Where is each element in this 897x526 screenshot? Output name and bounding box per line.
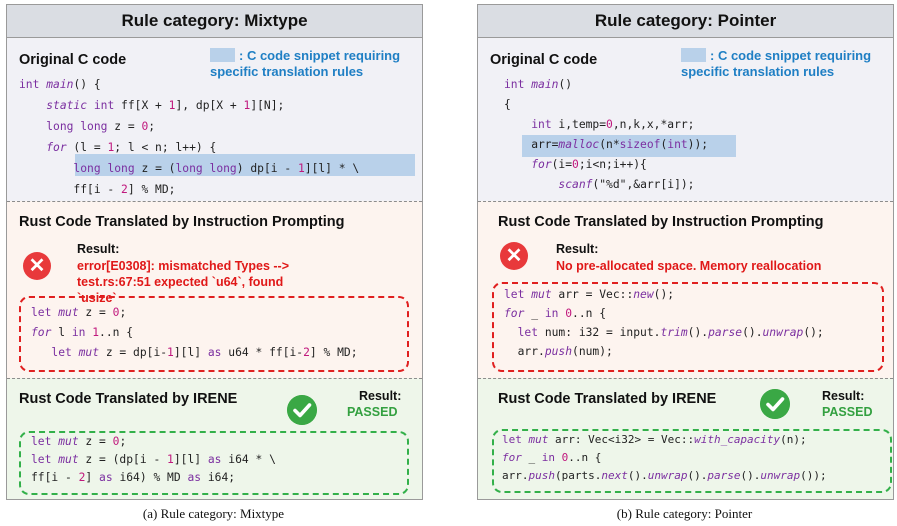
c-code-line: ff[i - 2] % MD; (19, 183, 176, 196)
x-circle-icon: ✕ (500, 242, 528, 270)
c-code-line: int main() { (19, 78, 101, 91)
result-label: Result: (359, 389, 402, 403)
c-code-line: for(i=0;i<n;i++){ (531, 158, 647, 171)
highlight-region (522, 135, 736, 157)
result-passed: PASSED (347, 405, 398, 419)
c-code-line: int main() (504, 78, 573, 91)
caption-left: (a) Rule category: Mixtype (142, 506, 285, 521)
original-c-section: Original C code : C code snippet requiri… (478, 38, 893, 201)
c-code-line: arr=malloc(n*sizeof(int)); (504, 138, 709, 151)
irene-section: Rust Code Translated by IRENE Result: PA… (478, 378, 893, 499)
panel-pointer: Rule category: Pointer Original C code :… (477, 4, 894, 500)
caption-right: (b) Rule category: Pointer (616, 506, 753, 521)
rust-code-line: let mut z = 0; (31, 306, 127, 319)
ip-title: Rust Code Translated by Instruction Prom… (498, 214, 824, 230)
c-code-line: static int ff[X + 1], dp[X + 1][N]; (46, 99, 285, 112)
check-circle-icon (760, 389, 790, 419)
rust-code-line: for l in 1..n { (31, 326, 134, 339)
c-code-line: scanf("%d",&arr[i]); (558, 178, 695, 191)
rust-code-line: let mut arr = Vec::new(); (504, 288, 675, 301)
rust-code-line: let num: i32 = input.trim().parse().unwr… (517, 326, 824, 339)
panel-title: Rule category: Mixtype (7, 5, 422, 38)
pass-code-box (19, 431, 409, 495)
original-c-section: Original C code : C code snippet requiri… (7, 38, 422, 201)
result-passed: PASSED (822, 405, 873, 419)
rust-code-line: let mut z = (dp[i - 1][l] as i64 * \ (31, 453, 276, 466)
result-error: error[E0308]: mismatched Types --> test.… (77, 259, 289, 305)
legend: : C code snippet requiring specific tran… (210, 48, 420, 80)
panel-mixtype: Rule category: Mixtype Original C code :… (6, 4, 423, 500)
rust-code-line: let mut z = dp[i-1][l] as u64 * ff[i-2] … (51, 346, 358, 359)
legend-text: : C code snippet requiring specific tran… (210, 48, 401, 79)
c-code-line: for (l = 1; l < n; l++) { (46, 141, 217, 154)
error-code-box (492, 282, 884, 372)
highlight-swatch (210, 48, 235, 62)
c-code-block: int main() { static int ff[X + 1], dp[X … (19, 78, 359, 196)
rust-code-line: arr.push(parts.next().unwrap().parse().u… (502, 469, 827, 482)
legend: : C code snippet requiring specific tran… (681, 48, 891, 80)
rust-code-line: let mut z = 0; (31, 435, 127, 448)
panel-title: Rule category: Pointer (478, 5, 893, 38)
pass-code-box (492, 429, 892, 493)
rust-code-line: let mut arr: Vec<i32> = Vec::with_capaci… (502, 433, 807, 446)
result-label: Result: (77, 242, 120, 256)
irene-title: Rust Code Translated by IRENE (498, 391, 717, 407)
c-code-line: int i,temp=0,n,k,x,*arr; (531, 118, 695, 131)
c-code-line: { (504, 98, 511, 111)
error-code-box (19, 296, 409, 372)
ir-code-block: let mut z = 0; let mut z = (dp[i - 1][l]… (31, 435, 276, 499)
result-error: No pre-allocated space. Memory reallocat… (556, 259, 822, 273)
ip-code-block: let mut arr = Vec::new(); for _ in 0..n … (504, 288, 824, 366)
rust-code-line: for _ in 0..n { (502, 451, 602, 464)
result-label: Result: (556, 242, 599, 256)
instruction-prompting-section: Rust Code Translated by Instruction Prom… (7, 201, 422, 379)
c-code-line: long long z = 0; (46, 120, 156, 133)
original-c-title: Original C code (19, 52, 127, 68)
instruction-prompting-section: Rust Code Translated by Instruction Prom… (478, 201, 893, 379)
ir-code-block: let mut arr: Vec<i32> = Vec::with_capaci… (502, 433, 827, 498)
ip-code-block: let mut z = 0; for l in 1..n { let mut z… (31, 306, 358, 371)
check-circle-icon (287, 395, 317, 425)
legend-text: : C code snippet requiring specific tran… (681, 48, 872, 79)
highlight-region (75, 154, 415, 176)
ip-title: Rust Code Translated by Instruction Prom… (19, 214, 345, 230)
rust-code-line: for _ in 0..n { (504, 307, 607, 320)
c-code-block: int main() { int i,temp=0,n,k,x,*arr; ar… (504, 78, 708, 191)
rust-code-line: arr.push(num); (504, 345, 613, 358)
x-circle-icon: ✕ (23, 252, 51, 280)
highlight-swatch (681, 48, 706, 62)
irene-section: Rust Code Translated by IRENE Result: PA… (7, 378, 422, 499)
original-c-title: Original C code (490, 52, 598, 68)
rust-code-line: ff[i - 2] as i64) % MD as i64; (31, 471, 236, 484)
irene-title: Rust Code Translated by IRENE (19, 391, 238, 407)
c-code-line: long long z = (long long) dp[i - 1][l] *… (73, 162, 360, 175)
result-label: Result: (822, 389, 865, 403)
